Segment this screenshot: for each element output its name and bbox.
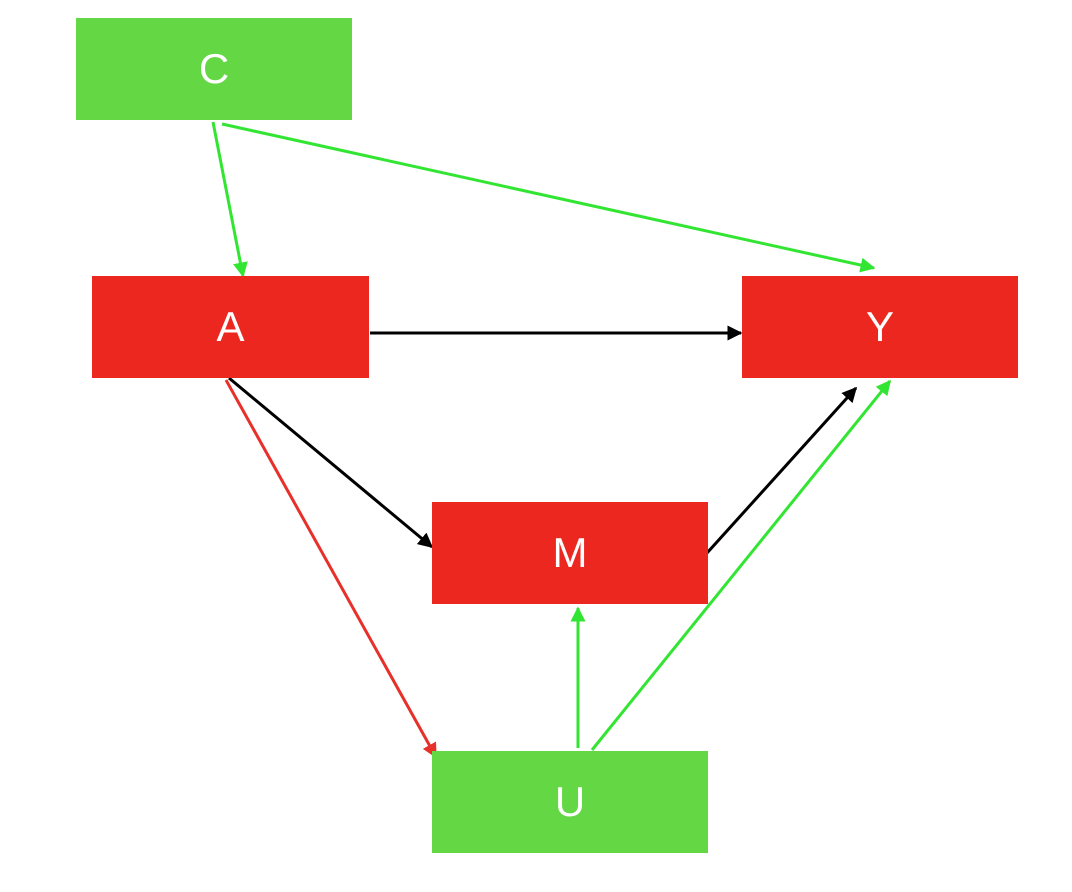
node-c[interactable]: C [76, 18, 352, 120]
node-m-label: M [552, 529, 588, 576]
node-a[interactable]: A [92, 276, 369, 378]
edge-a-to-u [224, 379, 438, 759]
node-u-label: U [554, 778, 586, 825]
node-y[interactable]: Y [742, 276, 1018, 378]
node-a-label: A [216, 303, 245, 350]
edge-c-to-a [211, 121, 248, 278]
edge-a-to-m [228, 376, 434, 549]
node-c-label: C [198, 45, 230, 92]
edge-u-to-y [590, 379, 892, 751]
edge-c-to-y [221, 122, 876, 273]
edge-m-to-y [705, 386, 858, 555]
node-y-label: Y [865, 303, 894, 350]
node-u[interactable]: U [432, 751, 708, 853]
node-m[interactable]: M [432, 502, 708, 604]
